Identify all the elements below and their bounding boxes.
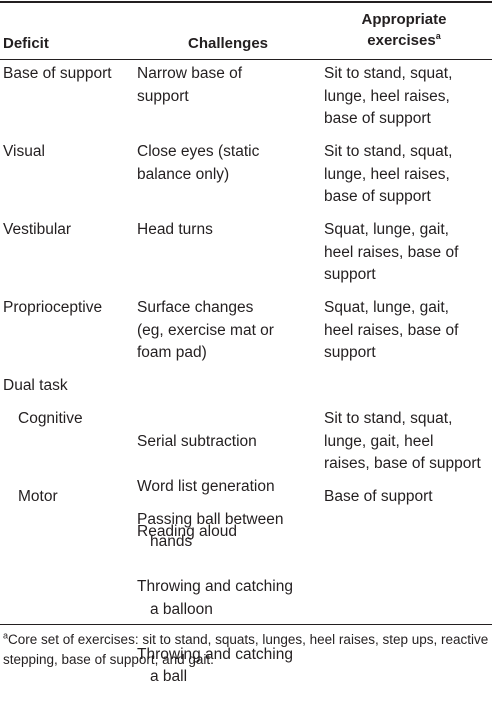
header-exercises-label: Appropriate exercises <box>361 11 447 49</box>
header-footnote-mark: a <box>435 31 441 41</box>
row-challenges-motor: Passing ball between hands Throwing and … <box>137 486 317 711</box>
exercise-table: Deficit Challenges Appropriate exercises… <box>0 1 492 685</box>
header-deficit: Deficit <box>3 35 49 52</box>
row-exercises-visual: Sit to stand, squat, lunge, heel raises,… <box>324 143 453 205</box>
row-challenges-base-of-support: Narrow base of support <box>137 65 243 105</box>
row-deficit-dual-task: Dual task <box>3 377 68 394</box>
row-challenges-visual: Close eyes (static balance only) <box>137 143 260 183</box>
challenge-item: Word list generation <box>137 477 275 495</box>
table-bottom-rule <box>0 624 492 625</box>
header-exercises: Appropriate exercisesa <box>324 9 484 51</box>
row-challenges-cognitive: Serial subtraction Word list generation … <box>137 408 317 566</box>
challenge-item: Throwing and catching a balloon <box>137 578 293 618</box>
row-deficit-proprioceptive: Proprioceptive <box>3 299 103 316</box>
row-challenges-vestibular: Head turns <box>137 221 213 238</box>
row-exercises-base-of-support: Sit to stand, squat, lunge, heel raises,… <box>324 65 453 127</box>
table-top-rule <box>0 1 492 3</box>
row-exercises-proprioceptive: Squat, lunge, gait, heel raises, base of… <box>324 299 459 361</box>
row-deficit-visual: Visual <box>3 143 45 160</box>
challenge-item: Serial subtraction <box>137 432 257 450</box>
footnote-mark: a <box>3 630 9 641</box>
header-rule <box>0 59 492 60</box>
row-deficit-base-of-support: Base of support <box>3 65 112 82</box>
header-challenges: Challenges <box>188 35 269 52</box>
challenge-item: Reading aloud <box>137 522 237 540</box>
challenge-item: Passing ball between hands <box>137 510 284 551</box>
row-deficit-cognitive: Cognitive <box>18 410 83 427</box>
row-exercises-motor: Base of support <box>324 488 433 505</box>
row-deficit-vestibular: Vestibular <box>3 221 72 238</box>
row-exercises-vestibular: Squat, lunge, gait, heel raises, base of… <box>324 221 459 283</box>
row-deficit-motor: Motor <box>18 488 58 505</box>
table-footnote: aCore set of exercises: sit to stand, sq… <box>3 630 489 670</box>
row-challenges-proprioceptive: Surface changes (eg, exercise mat or foa… <box>137 299 274 361</box>
footnote-text: Core set of exercises: sit to stand, squ… <box>3 632 489 667</box>
row-exercises-cognitive: Sit to stand, squat, lunge, gait, heel r… <box>324 410 481 472</box>
